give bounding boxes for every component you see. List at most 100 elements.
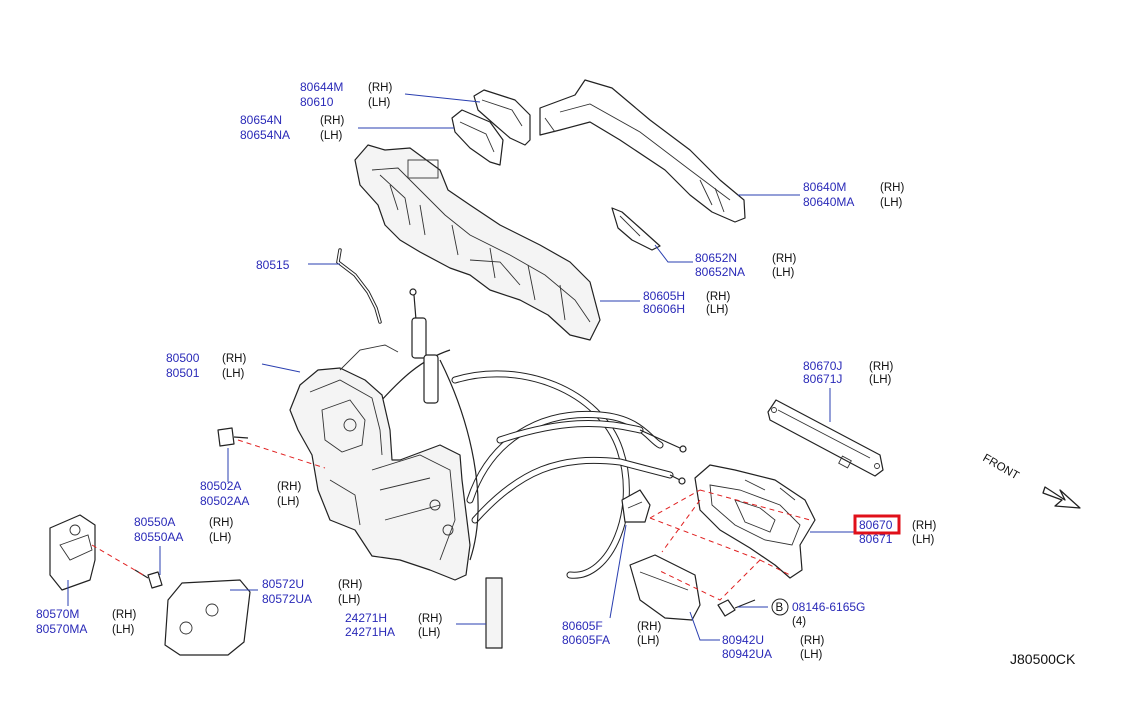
part-number[interactable]: 80572UA (262, 592, 312, 606)
rod-drawing[interactable] (336, 248, 382, 324)
side-label: (LH) (418, 627, 441, 639)
label-80652n[interactable]: 80652N 80652NA (RH) (LH) (695, 251, 796, 279)
label-80644m[interactable]: 80644M 80610 (RH) (LH) (300, 80, 392, 109)
label-80572u[interactable]: 80572U 80572UA (RH) (LH) (262, 577, 362, 606)
part-number[interactable]: 80606H (643, 302, 685, 316)
part-number[interactable]: 80501 (166, 366, 200, 380)
inside-handle-drawing[interactable] (694, 464, 816, 579)
label-80515[interactable]: 80515 (256, 258, 290, 272)
side-label: (LH) (880, 197, 903, 209)
cables-drawing[interactable] (379, 288, 687, 579)
side-label: (RH) (637, 621, 661, 633)
part-number[interactable]: 80550AA (134, 530, 183, 544)
side-label: (RH) (209, 517, 233, 529)
label-80654n[interactable]: 80654N 80654NA (RH) (LH) (240, 113, 344, 142)
side-label: (RH) (320, 115, 344, 127)
label-80670j[interactable]: 80670J 80671J (RH) (LH) (803, 359, 893, 386)
diagram-code: J80500CK (1010, 651, 1076, 667)
side-label: (LH) (112, 624, 135, 636)
part-number[interactable]: 80640M (803, 180, 846, 194)
part-number[interactable]: 80670J (803, 359, 842, 373)
part-number[interactable]: 80610 (300, 95, 334, 109)
side-label: (RH) (338, 579, 362, 591)
part-number[interactable]: 80500 (166, 351, 200, 365)
label-80502a[interactable]: 80502A 80502AA (RH) (LH) (200, 479, 301, 508)
screw-drawing[interactable] (717, 599, 756, 617)
lock-screw-drawing[interactable] (217, 427, 249, 447)
door-lock-drawing[interactable] (289, 344, 471, 581)
part-number[interactable]: 80644M (300, 80, 343, 94)
front-arrow-icon (1042, 486, 1081, 509)
badge-letter: B (776, 602, 784, 614)
part-number[interactable]: 80550A (134, 515, 175, 529)
part-number[interactable]: 80605F (562, 619, 603, 633)
front-indicator: FRONT (981, 452, 1081, 509)
inside-escutcheon-drawing[interactable] (629, 554, 701, 621)
escutcheon-drawing[interactable] (473, 89, 531, 146)
side-label: (LH) (772, 267, 795, 279)
label-24271h[interactable]: 24271H 24271HA (RH) (LH) (345, 611, 442, 639)
label-80605h[interactable]: 80605H 80606H (RH) (LH) (643, 289, 730, 316)
side-label: (LH) (277, 496, 300, 508)
side-label: (RH) (772, 253, 796, 265)
side-label: (LH) (637, 635, 660, 647)
part-number[interactable]: 80652NA (695, 265, 745, 279)
side-label: (LH) (209, 532, 232, 544)
label-80670[interactable]: 80670 80671 (RH) (LH) (853, 514, 936, 546)
side-label: (RH) (869, 361, 893, 373)
outside-handle-drawing[interactable] (539, 79, 746, 223)
part-number[interactable]: 80670 (859, 518, 893, 532)
striker-drawing[interactable] (49, 514, 96, 591)
part-number[interactable]: 80654NA (240, 128, 290, 142)
handle-bracket-drawing[interactable] (354, 144, 601, 341)
part-number[interactable]: 80654N (240, 113, 282, 127)
part-number[interactable]: 80942U (722, 633, 764, 647)
part-number[interactable]: 80652N (695, 251, 737, 265)
small-gasket-drawing[interactable] (611, 207, 661, 251)
alignment-lines (91, 439, 811, 601)
label-80942u[interactable]: 80942U 80942UA (RH) (LH) (722, 633, 824, 661)
side-label: (LH) (338, 594, 361, 606)
side-label: (LH) (800, 649, 823, 661)
label-80605f[interactable]: 80605F 80605FA (RH) (LH) (562, 619, 661, 647)
label-80550a[interactable]: 80550A 80550AA (RH) (LH) (134, 515, 233, 544)
striker-bolt-drawing[interactable] (134, 569, 163, 589)
part-number[interactable]: 80502AA (200, 494, 249, 508)
side-label: (LH) (368, 97, 391, 109)
striker-plate-drawing[interactable] (164, 579, 251, 656)
part-number[interactable]: 80605H (643, 289, 685, 303)
badge-circle (771, 598, 789, 616)
side-label: (LH) (912, 534, 935, 546)
label-80570m[interactable]: 80570M 80570MA (RH) (LH) (36, 607, 136, 636)
side-label: (RH) (222, 353, 246, 365)
label-80640m[interactable]: 80640M 80640MA (RH) (LH) (803, 180, 904, 209)
part-number[interactable]: 80640MA (803, 195, 854, 209)
part-number[interactable]: 80671 (859, 532, 893, 546)
side-label: (RH) (706, 291, 730, 303)
cover-drawing[interactable] (767, 399, 884, 477)
side-label: (RH) (277, 481, 301, 493)
side-label: (RH) (418, 613, 442, 625)
part-number[interactable]: 80942UA (722, 647, 772, 661)
label-80500[interactable]: 80500 80501 (RH) (LH) (166, 351, 246, 380)
part-number[interactable]: 24271H (345, 611, 387, 625)
side-label: (RH) (112, 609, 136, 621)
gasket-drawing[interactable] (451, 109, 504, 166)
side-label: (RH) (800, 635, 824, 647)
trim-drawing[interactable] (485, 577, 503, 649)
part-number[interactable]: 08146-6165G (792, 600, 865, 614)
label-08146[interactable]: B 08146-6165G (4) (771, 598, 865, 628)
part-number[interactable]: 24271HA (345, 625, 395, 639)
side-label: (LH) (869, 374, 892, 386)
clip-drawing[interactable] (621, 489, 651, 523)
part-number[interactable]: 80671J (803, 372, 842, 386)
part-number[interactable]: 80570MA (36, 622, 87, 636)
part-number[interactable]: 80502A (200, 479, 241, 493)
side-label: (LH) (320, 130, 343, 142)
part-number[interactable]: 80572U (262, 577, 304, 591)
part-number[interactable]: 80570M (36, 607, 79, 621)
part-number[interactable]: 80605FA (562, 633, 610, 647)
part-number[interactable]: 80515 (256, 258, 290, 272)
side-label: (RH) (912, 520, 936, 532)
